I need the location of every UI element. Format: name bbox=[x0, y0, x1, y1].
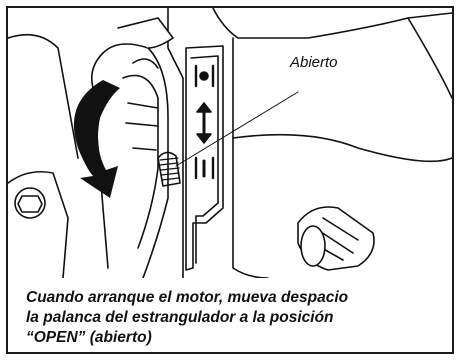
housing-top bbox=[212, 8, 452, 39]
housing-edge bbox=[167, 8, 184, 278]
choke-plate bbox=[185, 45, 224, 271]
caption-line: la palanca del estrangulador a la posici… bbox=[26, 309, 334, 326]
curved-arrow bbox=[73, 80, 120, 198]
engine-drawing bbox=[8, 8, 452, 278]
choke-lever-illustration bbox=[8, 8, 452, 278]
caption-line: Cuando arranque el motor, mueva despacio bbox=[26, 289, 349, 306]
abierto-label: Abierto bbox=[290, 54, 338, 71]
caption: Cuando arranque el motor, mueva despacio… bbox=[26, 288, 436, 348]
figure-frame: Abierto Cuando arranque el motor, mueva … bbox=[6, 6, 454, 354]
caption-line: “OPEN” (abierto) bbox=[26, 329, 152, 346]
